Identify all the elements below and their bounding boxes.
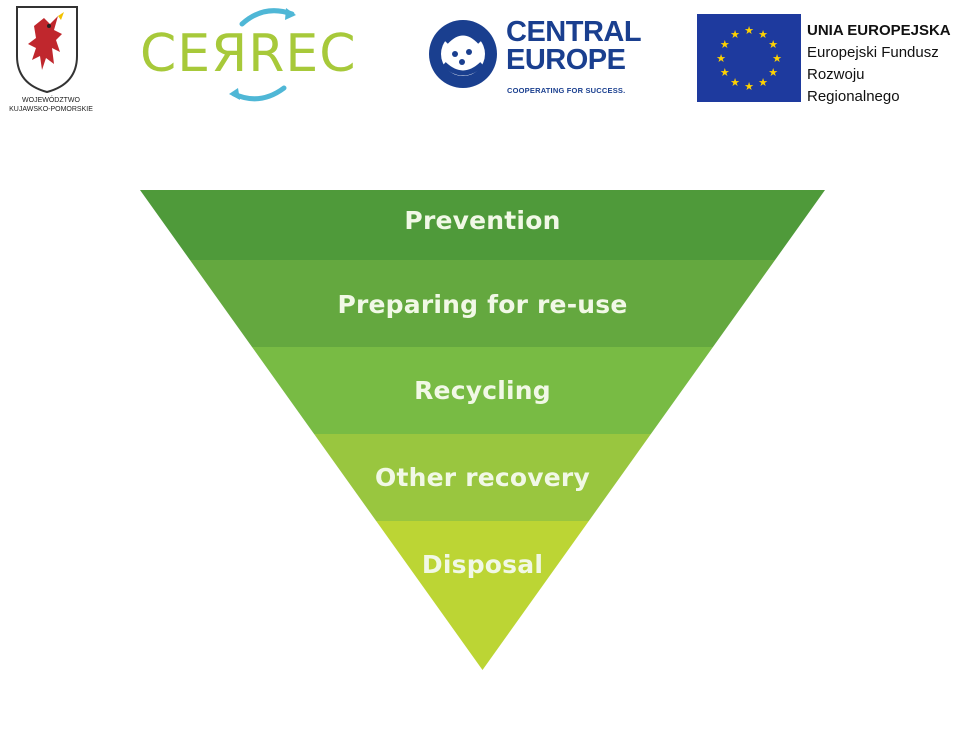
eu-stars-icon: ★★★★★★★★★★★★ [716, 24, 782, 93]
cerrec-wordmark: CEЯREC [140, 24, 357, 84]
central-europe-tagline: COOPERATING FOR SUCCESS. [507, 86, 626, 95]
voivodeship-caption: WOJEWÓDZTWO KUJAWSKO-POMORSKIE [6, 96, 96, 114]
tier-other-recovery-label: Other recovery [375, 463, 590, 492]
eu-star-icon: ★ [716, 52, 726, 65]
pyramid-tier-3 [252, 347, 713, 434]
pyramid-tier-1 [140, 190, 825, 260]
eu-star-icon: ★ [730, 76, 740, 89]
central-europe-line1: CENTRAL [506, 16, 642, 48]
eu-star-icon: ★ [758, 28, 768, 41]
tier-disposal-label: Disposal [421, 550, 544, 579]
eu-star-icon: ★ [772, 52, 782, 65]
eu-star-icon: ★ [768, 38, 778, 51]
central-europe-swirl-icon [429, 20, 497, 88]
voivodeship-caption-line2: KUJAWSKO-POMORSKIE [9, 106, 93, 113]
eu-logo: ★★★★★★★★★★★★ UNIA EUROPEJSKA Europejski … [697, 14, 959, 105]
logo-bar: WOJEWÓDZTWO KUJAWSKO-POMORSKIE CEЯREC CE… [0, 0, 960, 120]
central-europe-logo: CENTRAL EUROPE COOPERATING FOR SUCCESS. [424, 12, 644, 104]
tier-preparing-label: Preparing for re-use [337, 290, 628, 319]
cerrec-logo: CEЯREC [134, 4, 374, 104]
eu-line1: UNIA EUROPEJSKA [807, 22, 951, 39]
tier-prevention-label: Prevention [404, 206, 561, 235]
eu-text: UNIA EUROPEJSKA Europejski Fundusz Rozwo… [807, 20, 959, 108]
eu-flag-icon: ★★★★★★★★★★★★ [697, 14, 801, 102]
eu-star-icon: ★ [720, 66, 730, 79]
voivodeship-logo: WOJEWÓDZTWO KUJAWSKO-POMORSKIE [6, 4, 93, 116]
pyramid-shape [140, 190, 825, 670]
pyramid-tier-2 [189, 260, 776, 347]
central-europe-line2: EUROPE [506, 44, 626, 76]
eu-star-icon: ★ [768, 66, 778, 79]
eu-star-icon: ★ [744, 24, 754, 37]
eu-line2: Europejski Fundusz [807, 44, 939, 61]
pyramid-tier-5 [376, 521, 589, 670]
eu-star-icon: ★ [730, 28, 740, 41]
cerrec-arrows-icon [229, 8, 296, 102]
central-europe-title: CENTRAL EUROPE [506, 16, 642, 76]
eu-star-icon: ★ [758, 76, 768, 89]
tier-recycling-label: Recycling [414, 376, 551, 405]
voivodeship-caption-line1: WOJEWÓDZTWO [22, 97, 80, 104]
eu-star-icon: ★ [720, 38, 730, 51]
eu-line3: Rozwoju Regionalnego [807, 66, 900, 105]
eu-star-icon: ★ [744, 80, 754, 93]
griffin-coat-of-arms-icon [16, 6, 78, 94]
waste-hierarchy-pyramid: Prevention Preparing for re-use Recyclin… [140, 190, 825, 670]
pyramid-tier-4 [314, 434, 651, 521]
